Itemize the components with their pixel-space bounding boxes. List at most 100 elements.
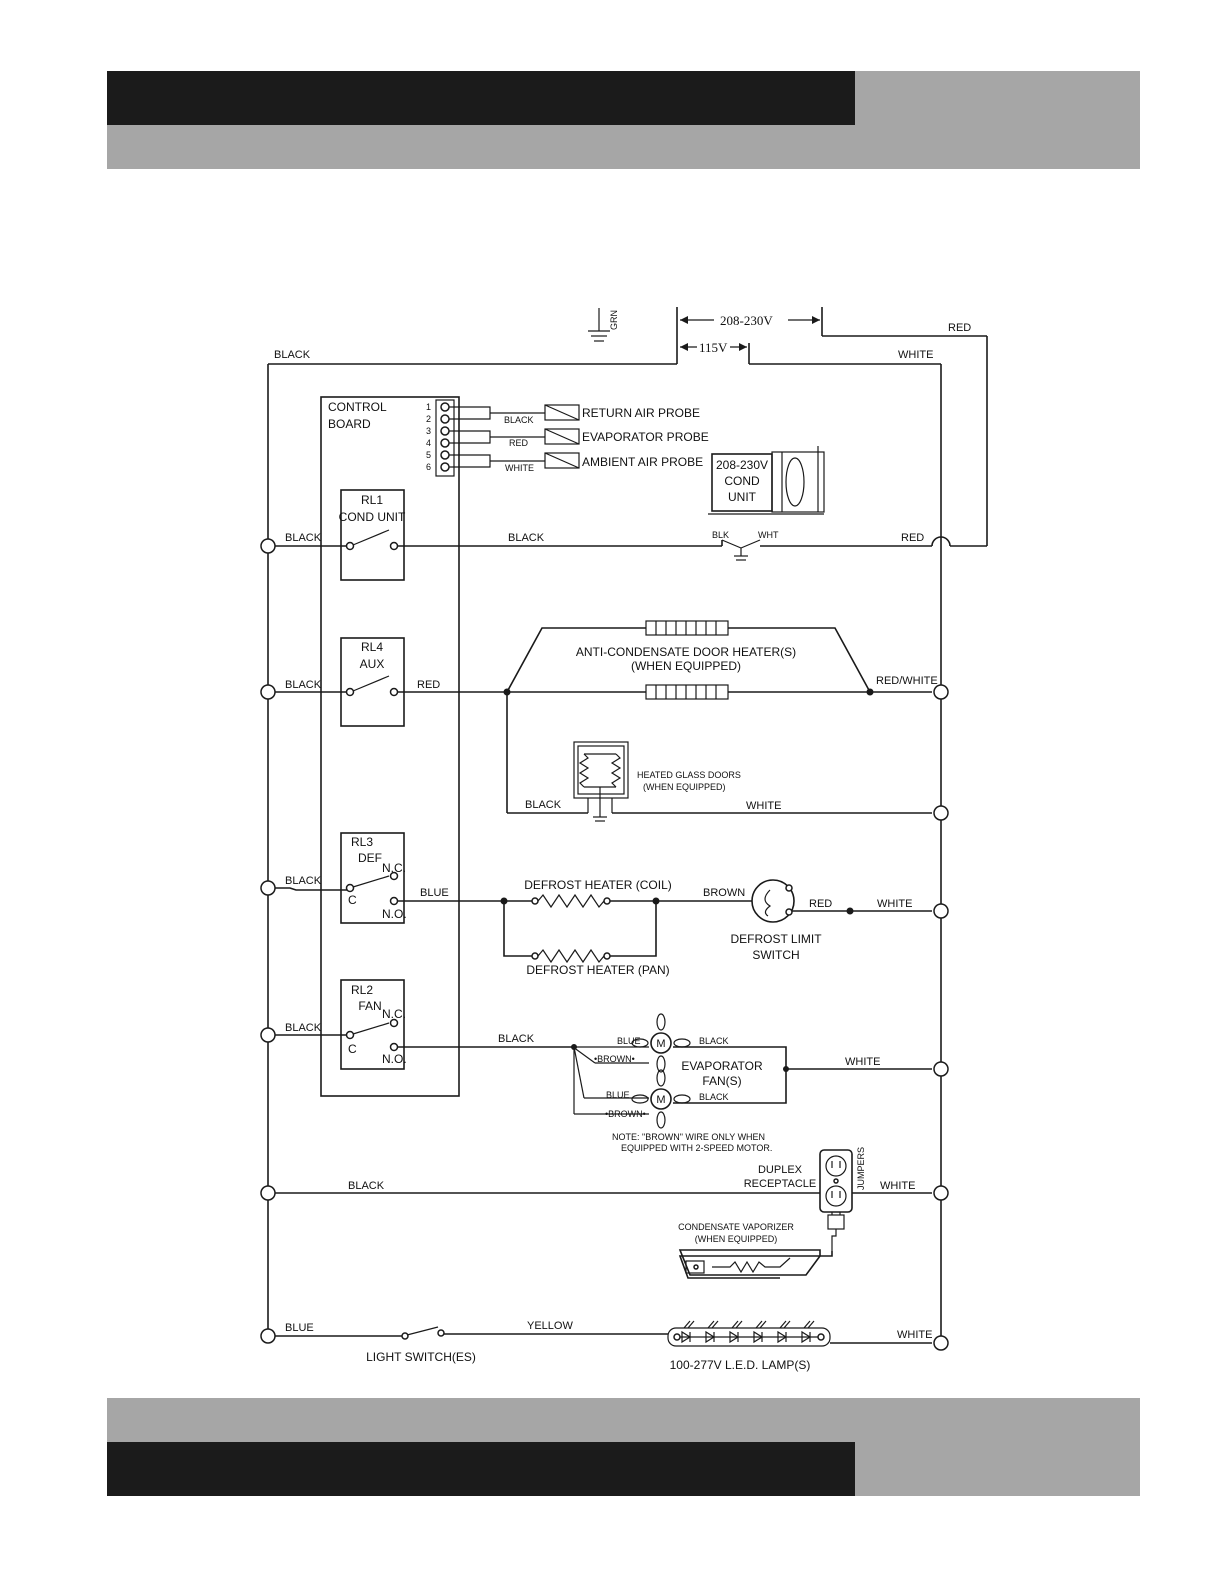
cond-unit-line-1: 208-230V [716, 458, 768, 472]
rl1-wire-mid: BLACK [508, 532, 545, 544]
defrost-limit-label-2: SWITCH [752, 948, 799, 962]
rl3-wire-white: WHITE [877, 898, 912, 910]
fan-note-1: NOTE: "BROWN" WIRE ONLY WHEN [612, 1132, 765, 1142]
cond-unit-icon [708, 446, 825, 561]
relay-rl2-name: FAN [358, 999, 381, 1013]
duplex-wire-white: WHITE [880, 1180, 915, 1192]
pin-6: 6 [426, 462, 431, 472]
defrost-coil-label: DEFROST HEATER (COIL) [524, 878, 672, 892]
relay-rl3-no: N.O. [382, 907, 407, 921]
footer-dark-band [107, 1442, 855, 1496]
pin-2: 2 [426, 414, 431, 424]
header-dark-band [107, 71, 855, 125]
pin-5: 5 [426, 450, 431, 460]
door-heater-label-1: ANTI-CONDENSATE DOOR HEATER(S) [576, 645, 796, 659]
fan-wire-blue-2: BLUE [606, 1090, 630, 1100]
duplex-wire-black: BLACK [348, 1180, 385, 1192]
led-lamp-label: 100-277V L.E.D. LAMP(S) [670, 1358, 811, 1372]
heated-glass-doors-icon [573, 741, 629, 822]
condensate-vaporizer-icon [678, 1249, 833, 1279]
relay-rl1-id: RL1 [361, 493, 383, 507]
rl1-wire-left: BLACK [285, 532, 322, 544]
main-rails [267, 307, 988, 1336]
glass-doors-label-1: HEATED GLASS DOORS [637, 770, 741, 780]
fan-wire-black-1: BLACK [699, 1036, 729, 1046]
pin-1: 1 [426, 402, 431, 412]
fan-motor-1: M [656, 1038, 665, 1050]
jumpers-label: JUMPERS [856, 1147, 866, 1190]
terminal-strip [435, 399, 455, 477]
relay-rl3-nc: N.C. [382, 861, 406, 875]
duplex-row-wiring [260, 1185, 949, 1201]
wire-label-red-top: RED [948, 322, 971, 334]
rl3-wire-left: BLACK [285, 875, 322, 887]
rl3-wire-out: BLUE [420, 887, 449, 899]
rl4-wiring [260, 620, 949, 821]
evaporator-fan-icon [631, 1013, 691, 1129]
rl1-wiring [260, 529, 987, 554]
relay-rl1 [340, 489, 405, 581]
door-heater-segments [655, 621, 717, 699]
relay-rl4-id: RL4 [361, 640, 383, 654]
wire-label-white-top: WHITE [898, 349, 933, 361]
rl1-wire-right: RED [901, 532, 924, 544]
rl2-wire-right: WHITE [845, 1056, 880, 1068]
fan-wire-black-2: BLACK [699, 1092, 729, 1102]
fan-wire-brown-1: •BROWN• [594, 1054, 635, 1064]
fan-note-2: EQUIPPED WITH 2-SPEED MOTOR. [621, 1143, 772, 1153]
control-board [320, 396, 460, 1097]
relay-rl2-nc: N.C. [382, 1007, 406, 1021]
relay-rl4-name: AUX [360, 657, 385, 671]
glass-doors-wire-black: BLACK [525, 799, 562, 811]
light-row-wiring [260, 1326, 949, 1351]
ground-icon [588, 308, 610, 342]
rl4-wire-right: RED/WHITE [876, 675, 938, 687]
relay-rl4 [340, 637, 405, 727]
relay-rl3-name: DEF [358, 851, 382, 865]
vaporizer-label-1: CONDENSATE VAPORIZER [678, 1222, 794, 1232]
cond-unit-line-2: COND [724, 474, 760, 488]
pin-3: 3 [426, 426, 431, 436]
evap-fan-label-1: EVAPORATOR [681, 1059, 763, 1073]
relay-rl1-name: COND UNIT [339, 510, 406, 524]
defrost-pan-label: DEFROST HEATER (PAN) [526, 963, 669, 977]
glass-doors-label-2: (WHEN EQUIPPED) [643, 782, 726, 792]
fan-motor-2: M [656, 1094, 665, 1106]
wire-label-black-top: BLACK [274, 349, 311, 361]
duplex-label-1: DUPLEX [758, 1164, 803, 1176]
light-wire-yellow: YELLOW [527, 1320, 573, 1332]
probe-wires [449, 404, 580, 469]
cond-unit-blk: BLK [712, 530, 729, 540]
light-wire-blue: BLUE [285, 1322, 314, 1334]
probe-wire-red: RED [509, 438, 529, 448]
probe-ambient-air: AMBIENT AIR PROBE [582, 455, 703, 469]
rl3-wiring [260, 871, 949, 964]
relay-rl3-id: RL3 [351, 835, 373, 849]
light-switch-label: LIGHT SWITCH(ES) [366, 1350, 476, 1364]
probe-evaporator: EVAPORATOR PROBE [582, 430, 709, 444]
door-heater-label-2: (WHEN EQUIPPED) [631, 659, 741, 673]
probe-return-air: RETURN AIR PROBE [582, 406, 700, 420]
fan-wire-blue-1: BLUE [617, 1036, 641, 1046]
rl3-wire-brown: BROWN [703, 887, 745, 899]
relay-rl2-no: N.O. [382, 1052, 407, 1066]
pin-4: 4 [426, 438, 431, 448]
voltage-high-label: 208-230V [720, 313, 773, 328]
cond-unit-line-3: UNIT [728, 490, 757, 504]
rl3-wire-red: RED [809, 898, 832, 910]
ground-label: GRN [609, 310, 619, 330]
probe-wire-black: BLACK [504, 415, 534, 425]
cond-unit-wht: WHT [758, 530, 779, 540]
rl2-wire-out: BLACK [498, 1033, 535, 1045]
evap-fan-label-2: FAN(S) [702, 1074, 741, 1088]
defrost-limit-label-1: DEFROST LIMIT [730, 932, 822, 946]
light-wire-white: WHITE [897, 1329, 932, 1341]
relay-rl2-id: RL2 [351, 983, 373, 997]
rl2-wire-left: BLACK [285, 1022, 322, 1034]
control-board-title-1: CONTROL [328, 400, 387, 414]
rl4-wire-left: BLACK [285, 679, 322, 691]
led-lamp-icon [667, 1320, 831, 1347]
fan-wire-brown-2: •BROWN• [605, 1109, 646, 1119]
relay-rl3 [340, 832, 405, 924]
